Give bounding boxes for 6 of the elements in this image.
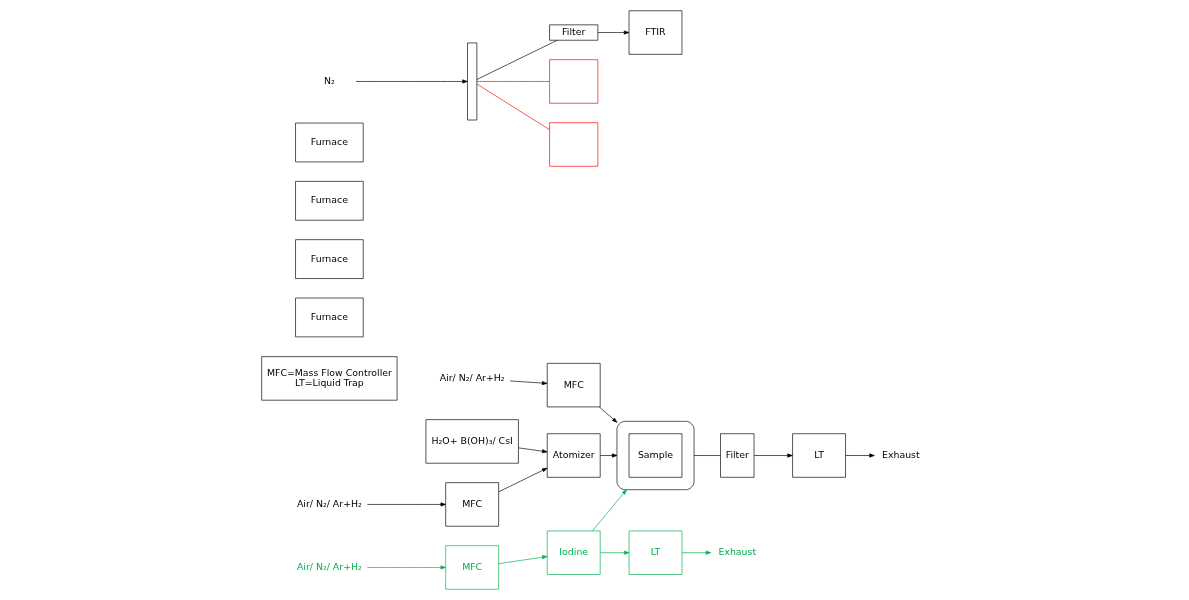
node-text: N₂ (323, 74, 335, 86)
node-text: Air/ N₂/ Ar+H₂ (296, 497, 362, 509)
node-text: Exhaust (718, 546, 757, 558)
node-text: Air/ N₂/ Ar+H₂ (439, 371, 505, 383)
node-text: Air/ N₂/ Ar+H₂ (296, 560, 362, 572)
node-text: Exhaust (882, 449, 920, 460)
